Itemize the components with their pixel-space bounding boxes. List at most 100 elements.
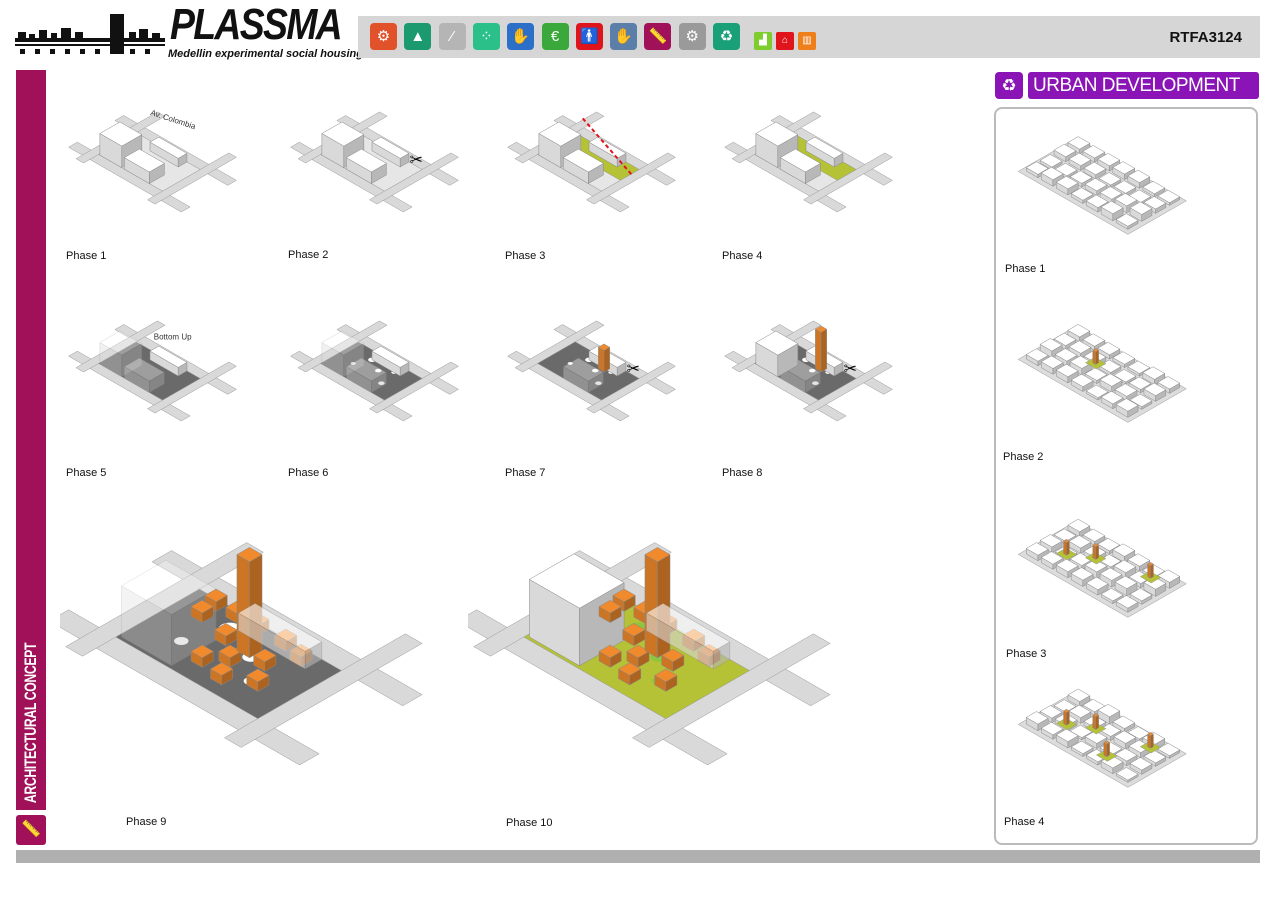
building-icon[interactable]: ▥: [798, 32, 816, 50]
housing-unit: [218, 644, 242, 668]
footer-bar: [16, 850, 1260, 863]
phase-1-diagram: Av. Colombia: [68, 108, 237, 213]
orange-tower: [1147, 562, 1154, 579]
phase-label: Phase 10: [506, 817, 553, 829]
housing-unit: [246, 668, 270, 692]
scissors-icon: ✂: [627, 361, 640, 378]
city-block: [1114, 575, 1138, 597]
city-block: [1097, 153, 1121, 172]
city-block: [1053, 143, 1077, 163]
courtyard-void: [809, 368, 816, 373]
city-block: [1082, 528, 1106, 546]
existing-building: [645, 603, 731, 670]
city-block: [1082, 333, 1106, 351]
phase-label: Phase 9: [126, 816, 167, 828]
gears-icon[interactable]: ⚙: [370, 23, 397, 50]
ruler-icon[interactable]: 📏: [644, 23, 672, 50]
city-block: [1115, 767, 1139, 783]
existing-building: [779, 148, 821, 184]
existing-building: [345, 357, 387, 393]
person-icon[interactable]: 🚹: [575, 23, 603, 50]
brand-tagline: Medellin experimental social housing: [168, 48, 363, 60]
housing-unit: [253, 648, 277, 672]
housing-unit: [618, 662, 642, 686]
phase-4-diagram: [724, 111, 893, 213]
housing-unit: [626, 644, 650, 668]
housing-unit: [622, 623, 646, 647]
city-block: [1113, 180, 1137, 197]
city-block: [1082, 145, 1106, 163]
city-block: [1143, 750, 1167, 767]
phase-label: Phase 8: [722, 467, 763, 479]
urban-development-title: URBAN DEVELOPMENT: [1028, 72, 1259, 99]
dots-icon[interactable]: ⁘: [472, 23, 500, 50]
city-block: [1128, 376, 1152, 394]
existing-building: [371, 136, 410, 168]
bottom-up-label: Bottom Up: [154, 333, 192, 342]
hands-care-icon[interactable]: ✋: [610, 23, 638, 50]
city-block: [1157, 189, 1181, 206]
housing-unit: [661, 648, 685, 672]
phase-8-diagram: ✂: [724, 320, 893, 422]
city-block: [1114, 383, 1138, 402]
phase-label: Phase 5: [66, 467, 107, 479]
scissors-icon: ✂: [844, 361, 857, 378]
housing-unit: [598, 644, 622, 668]
courtyard-void: [350, 361, 356, 365]
city-block: [1067, 136, 1091, 155]
gears-gray-icon[interactable]: ⚙: [678, 23, 706, 50]
city-block: [1070, 740, 1094, 757]
urban-phase-label: Phase 1: [1005, 263, 1046, 275]
housing-unit: [190, 644, 214, 668]
urban-development-panel: [994, 107, 1258, 845]
housing-unit: [598, 599, 622, 624]
city-block: [1070, 567, 1094, 587]
city-icon[interactable]: ▟: [754, 32, 772, 50]
city-block: [1055, 558, 1079, 579]
city-block: [1157, 376, 1181, 394]
existing-building: [237, 603, 323, 670]
skyline-logo: [15, 14, 165, 54]
orange-tower: [1092, 713, 1100, 730]
pattern-icon[interactable]: ⁄: [438, 23, 466, 50]
housing-unit: [210, 662, 234, 686]
existing-building: [371, 345, 410, 377]
existing-building: [149, 136, 188, 168]
existing-building: [123, 148, 165, 184]
city-block: [1070, 373, 1094, 392]
orange-tower: [1063, 708, 1070, 726]
city-block: [1084, 730, 1108, 749]
tent-icon[interactable]: ▲: [404, 23, 432, 50]
urban-phase-2-diagram: [1017, 324, 1187, 423]
phase-label: Phase 6: [288, 467, 329, 479]
city-block: [1055, 363, 1079, 384]
recycle-icon[interactable]: ♻: [713, 23, 740, 50]
courtyard-void: [378, 381, 385, 385]
house-icon[interactable]: ⌂: [776, 32, 794, 50]
road: [75, 320, 166, 373]
road: [297, 320, 388, 373]
city-block: [1055, 175, 1079, 196]
housing-unit: [654, 668, 678, 692]
existing-building: [123, 357, 165, 393]
scissors-icon: ✂: [410, 152, 423, 169]
city-block: [1112, 543, 1136, 564]
city-block: [1129, 201, 1153, 222]
hands-icon[interactable]: ✋: [507, 23, 535, 50]
sidebar-section-label: ARCHITECTURAL CONCEPT: [16, 640, 46, 805]
sidebar-label-text: ARCHITECTURAL CONCEPT: [21, 642, 40, 803]
orange-tower: [597, 343, 611, 373]
urban-phase-3-diagram: [1017, 518, 1187, 618]
city-block: [1025, 542, 1049, 562]
courtyard-void: [567, 361, 573, 365]
city-block: [1039, 338, 1063, 359]
road: [514, 320, 605, 373]
city-block: [1129, 757, 1153, 775]
piggy-bank-icon[interactable]: €: [541, 23, 569, 50]
city-block: [1127, 553, 1151, 572]
city-block: [1068, 152, 1092, 171]
orange-tower: [1063, 538, 1070, 556]
phase-2-diagram: ✂: [290, 111, 459, 213]
city-block: [1025, 711, 1049, 732]
